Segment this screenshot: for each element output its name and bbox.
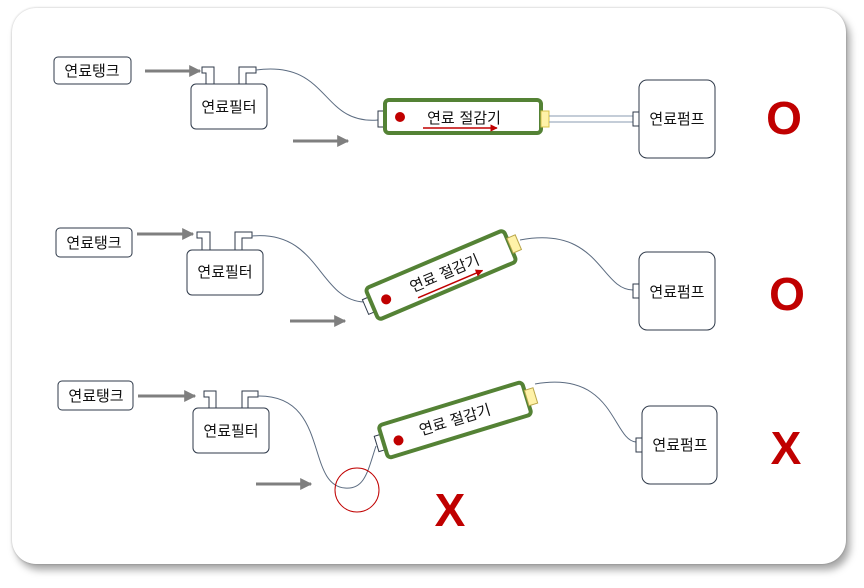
fuel-hose — [549, 115, 633, 123]
fuel-tank-label: 연료탱크 — [68, 387, 123, 405]
fuel-filter-box — [186, 249, 264, 296]
cutoff-outlet-fitting — [523, 387, 539, 407]
fuel-filter-box — [192, 407, 270, 454]
cutoff-red-dot — [381, 294, 392, 305]
fuel-hose — [519, 237, 634, 291]
fuel-cutoff-device: 연료 절감기 — [377, 98, 550, 135]
filter-inlet-pipe — [203, 390, 217, 409]
cutoff-red-dot — [395, 112, 405, 122]
fuel-hose — [257, 395, 377, 489]
verdict-mark: O — [769, 268, 805, 320]
cutoff-outlet-fitting — [506, 234, 523, 254]
fuel-pump-box — [638, 79, 716, 159]
problem-x-mark: X — [435, 484, 466, 536]
fuel-cutoff-device: 연료 절감기 — [373, 380, 539, 460]
fuel-tank-label: 연료탱크 — [64, 62, 119, 80]
fuel-tank-box — [57, 380, 134, 411]
verdict-mark: X — [771, 422, 802, 474]
filter-outlet-pipe — [238, 66, 257, 85]
fuel-pump-label: 연료펌프 — [649, 110, 704, 128]
verdict-mark: O — [766, 92, 802, 144]
fuel-cutoff-device: 연료 절감기 — [361, 229, 523, 321]
fuel-tank-label: 연료탱크 — [66, 234, 121, 252]
fuel-filter-label: 연료필터 — [201, 98, 256, 116]
row-1: 연료탱크 연료필터 연료 절감기 연료펌프 O — [53, 56, 802, 159]
fuel-cutoff-label: 연료 절감기 — [427, 109, 501, 127]
fuel-pump-box — [641, 405, 718, 485]
fuel-filter-box — [190, 83, 268, 130]
direction-arrow — [417, 269, 484, 299]
fuel-filter-label: 연료필터 — [197, 263, 252, 281]
fuel-tank-box — [53, 56, 132, 85]
cutoff-outlet-fitting — [540, 110, 550, 128]
sag-highlight-circle — [334, 467, 380, 513]
row-2: 연료탱크 연료필터 연료 절감기 연료펌프 O — [55, 227, 805, 331]
filter-outlet-pipe — [234, 231, 253, 251]
filter-outlet-pipe — [241, 390, 259, 409]
fuel-tank-box — [55, 227, 133, 258]
fuel-pump-label: 연료펌프 — [652, 436, 707, 454]
fuel-pump-box — [638, 251, 716, 331]
fuel-filter-label: 연료필터 — [203, 422, 258, 440]
fuel-hose — [255, 68, 379, 121]
fuel-hose — [251, 235, 365, 303]
cutoff-red-dot — [393, 435, 404, 446]
row-3: 연료탱크 연료필터 연료 절감기 연료펌프 X X — [57, 380, 802, 536]
filter-inlet-pipe — [196, 231, 211, 251]
filter-inlet-pipe — [201, 66, 215, 85]
fuel-hose — [534, 381, 637, 443]
fuel-pump-label: 연료펌프 — [649, 283, 704, 301]
